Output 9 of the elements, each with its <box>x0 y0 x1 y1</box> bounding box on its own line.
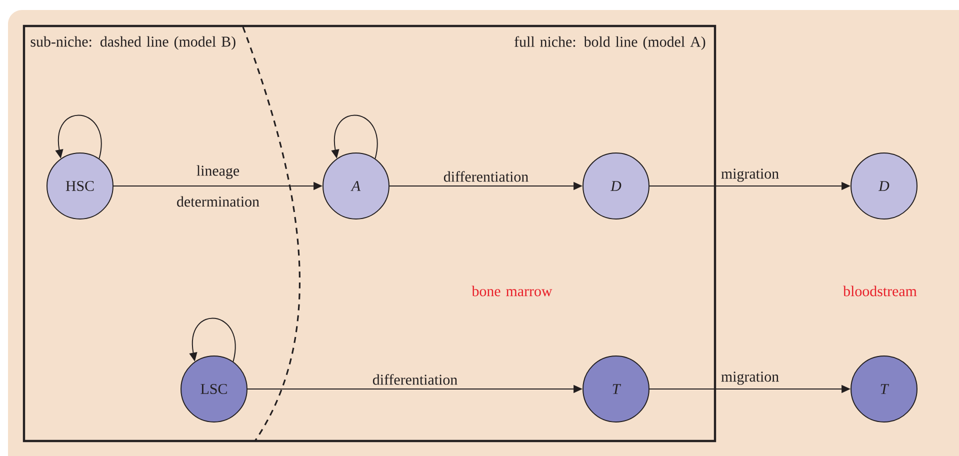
note-label: sub-niche: dashed line (model B) <box>30 36 236 50</box>
edge-label: migration <box>721 168 779 182</box>
edge-label: differentiation <box>372 374 458 385</box>
region-label: bone marrow <box>472 286 552 296</box>
edge-label: migration <box>721 372 779 385</box>
edge-label: differentiation <box>444 171 528 182</box>
edge-label: lineage determination <box>177 165 260 207</box>
note-label: full niche: bold line (model A) <box>514 36 706 50</box>
region-label: bloodstream <box>843 286 917 296</box>
